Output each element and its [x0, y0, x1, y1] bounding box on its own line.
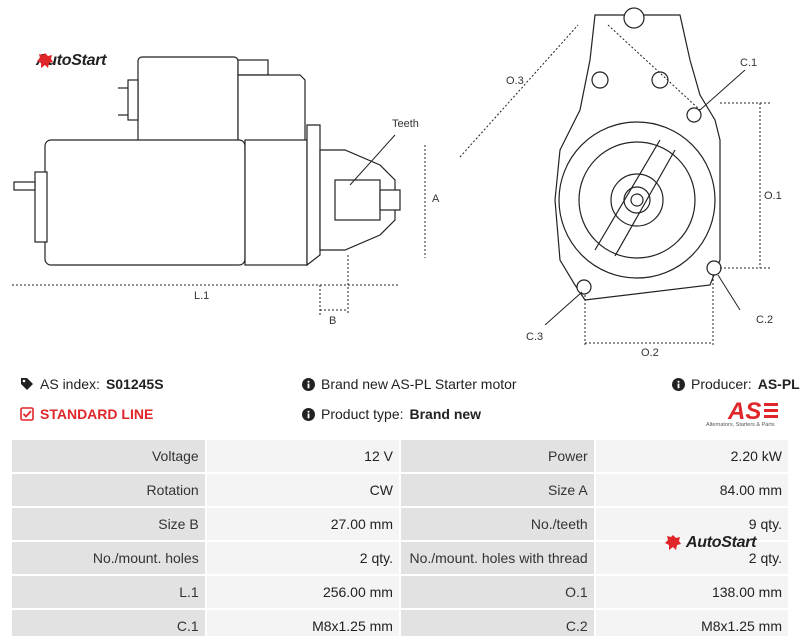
starter-motor-drawing: [12, 7, 770, 345]
autostart-watermark-logo: AutoStart: [664, 534, 756, 552]
as-pl-logo-mark: AS: [727, 398, 778, 425]
spec-key: L.1: [12, 576, 205, 608]
standard-line-row: STANDARD LINE: [20, 406, 153, 422]
solenoid-body: [137, 56, 239, 146]
dim-a-label: A: [432, 193, 440, 205]
tag-icon: [21, 378, 33, 390]
spec-value: 9 qty.: [595, 508, 788, 540]
info-icon: [302, 377, 315, 391]
spec-key: C.2: [400, 610, 594, 636]
technical-drawing: AutoStart Teeth A B L.1 O.3 C.1 O.1 C.2 …: [12, 7, 782, 359]
producer-value: AS-PL: [757, 376, 800, 392]
as-pl-logo: AS Alternators, Starters & Parts: [706, 398, 792, 432]
table-row: L.1 256.00 mm O.1 138.00 mm: [12, 576, 788, 608]
motor-body: [44, 139, 246, 266]
producer-label: Producer:: [691, 376, 752, 392]
dim-c2-label: C.2: [756, 314, 774, 326]
table-row: Size B 27.00 mm No./teeth 9 qty.: [12, 508, 788, 540]
autostart-logo-icon: [665, 535, 681, 550]
spec-key: Power: [400, 440, 594, 472]
autostart-logo-icon: [37, 53, 53, 68]
producer-row: Producer: AS-PL: [672, 376, 800, 392]
spec-value: 2.20 kW: [595, 440, 788, 472]
product-type-label: Product type:: [321, 406, 404, 422]
spec-key: Size A: [400, 474, 594, 506]
autostart-logo-text: AutoStart: [686, 534, 757, 551]
spec-value: 12 V: [206, 440, 399, 472]
product-description: Brand new AS-PL Starter motor: [321, 376, 517, 392]
checkbox-checked-icon: [20, 407, 34, 421]
teeth-label: Teeth: [392, 118, 419, 130]
dim-o3-label: O.3: [506, 75, 524, 87]
spec-key: O.1: [400, 576, 594, 608]
info-icon: [672, 377, 685, 391]
svg-text:AS: AS: [727, 398, 761, 422]
spec-value: 84.00 mm: [595, 474, 788, 506]
as-index-row: AS index: S01245S: [20, 376, 164, 392]
spec-value: 2 qty.: [206, 542, 399, 574]
spec-key: Rotation: [12, 474, 205, 506]
dim-b-label: B: [329, 315, 337, 327]
spec-value: 256.00 mm: [206, 576, 399, 608]
dim-l1-label: L.1: [194, 290, 210, 302]
spec-key: No./mount. holes: [12, 542, 205, 574]
description-row: Brand new AS-PL Starter motor: [302, 376, 517, 392]
spec-key: Voltage: [12, 440, 205, 472]
spec-value: CW: [206, 474, 399, 506]
product-type-row: Product type: Brand new: [302, 406, 481, 422]
product-type-value: Brand new: [409, 406, 482, 422]
autostart-logo: AutoStart: [36, 52, 106, 70]
dim-o2-label: O.2: [641, 347, 659, 359]
table-row: No./mount. holes 2 qty. No./mount. holes…: [12, 542, 788, 574]
dim-o1-label: O.1: [764, 190, 782, 202]
spec-value: M8x1.25 mm: [595, 610, 788, 636]
spec-key: C.1: [12, 610, 205, 636]
dim-c3-label: C.3: [526, 331, 544, 343]
spec-value: 138.00 mm: [595, 576, 788, 608]
as-pl-tagline: Alternators, Starters & Parts: [706, 422, 775, 428]
spec-value: 2 qty.: [595, 542, 788, 574]
as-index-value: S01245S: [105, 376, 164, 392]
as-index-label: AS index:: [40, 376, 100, 392]
spec-key: No./mount. holes with thread: [400, 542, 594, 574]
standard-line-label: STANDARD LINE: [40, 406, 154, 422]
table-row: Voltage 12 V Power 2.20 kW: [12, 440, 788, 472]
spec-key: Size B: [12, 508, 205, 540]
dim-c1-label: C.1: [740, 57, 758, 69]
spec-value: 27.00 mm: [206, 508, 399, 540]
spec-value: M8x1.25 mm: [206, 610, 399, 636]
info-icon: [302, 407, 315, 421]
table-row: Rotation CW Size A 84.00 mm: [12, 474, 788, 506]
autostart-logo-text: AutoStart: [36, 52, 107, 69]
table-row: C.1 M8x1.25 mm C.2 M8x1.25 mm: [12, 610, 788, 636]
specs-table: Voltage 12 V Power 2.20 kW Rotation CW S…: [10, 438, 790, 636]
spec-key: No./teeth: [400, 508, 594, 540]
